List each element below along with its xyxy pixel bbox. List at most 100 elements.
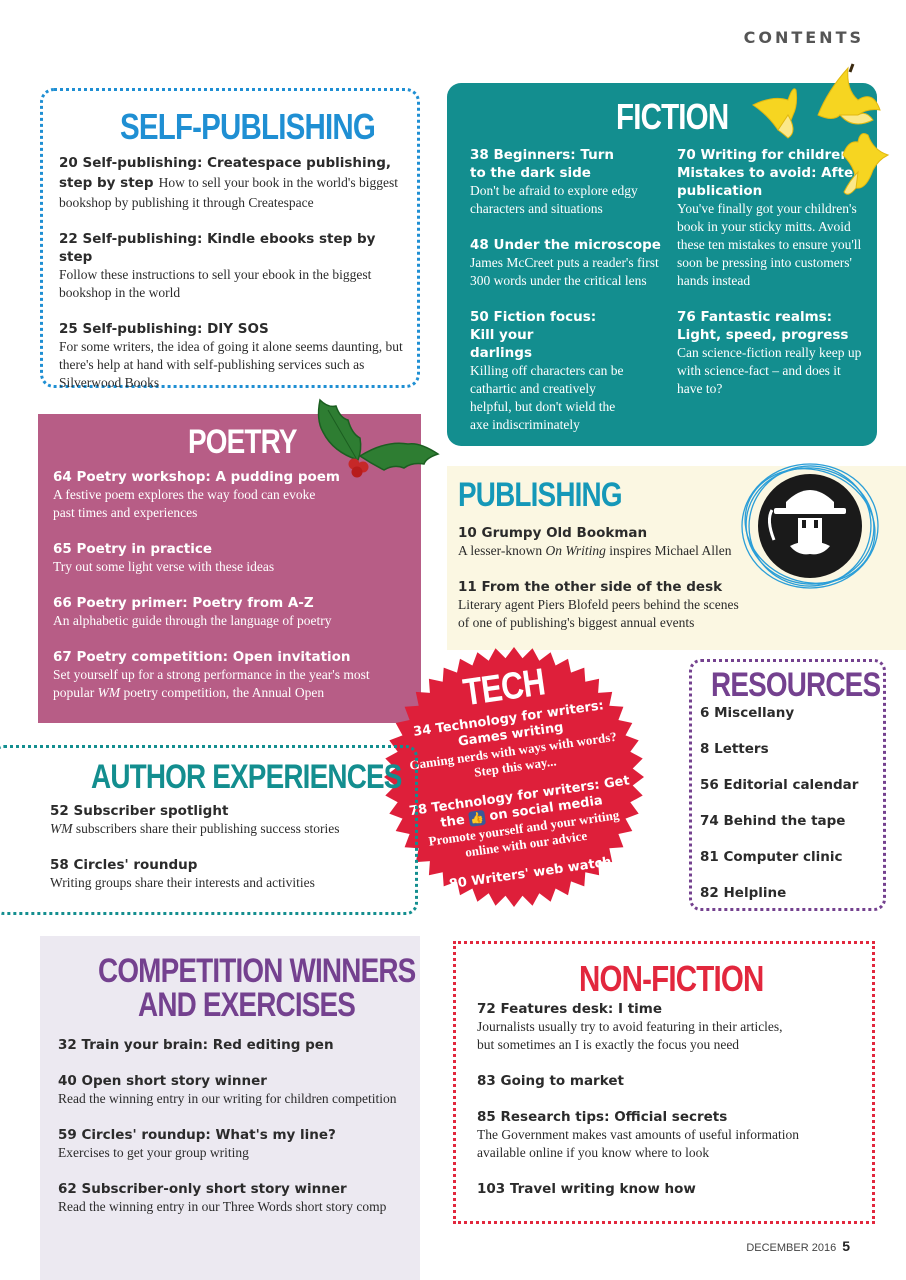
list-item[interactable]: 74 Behind the tape (700, 813, 846, 829)
list-item[interactable]: 70 Writing for children: Mistakes to avo… (677, 146, 862, 290)
list-item[interactable]: 22 Self-publishing: Kindle ebooks step b… (59, 230, 404, 302)
nonfiction-list: 72 Features desk: I time Journalists usu… (477, 1000, 817, 1198)
item-title: 65 Poetry in practice (53, 541, 213, 557)
list-item[interactable]: 83 Going to market (477, 1072, 817, 1090)
nonfiction-section (453, 941, 875, 1224)
list-item[interactable]: 81 Computer clinic (700, 849, 843, 865)
fiction-section (447, 83, 877, 446)
issue-date: DECEMBER 2016 (746, 1242, 837, 1254)
competition-heading-line2: AND EXERCISES (138, 986, 356, 1024)
item-title: 32 Train your brain: Red editing pen (58, 1037, 334, 1053)
list-item[interactable]: 8 Letters (700, 741, 769, 757)
page-number: 5 (842, 1238, 850, 1254)
list-item[interactable]: 62 Subscriber-only short story winner Re… (58, 1180, 408, 1216)
competition-heading-line1: COMPETITION WINNERS (98, 952, 416, 990)
list-item[interactable]: 50 Fiction focus: Kill your darlings Kil… (470, 308, 670, 434)
item-desc: A lesser-known On Writing inspires Micha… (458, 543, 732, 558)
item-title: 58 Circles' roundup (50, 857, 198, 873)
item-title: 85 Research tips: Official secrets (477, 1109, 728, 1125)
list-item[interactable]: 82 Helpline (700, 885, 787, 901)
item-desc: How to sell your book in the world's big… (59, 175, 398, 210)
item-title: 66 Poetry primer: Poetry from A-Z (53, 595, 314, 611)
poetry-list: 64 Poetry workshop: A pudding poem A fes… (53, 468, 398, 702)
poetry-heading: POETRY (188, 423, 298, 461)
list-item[interactable]: 58 Circles' roundup Writing groups share… (50, 856, 400, 892)
list-item[interactable]: 40 Open short story winner Read the winn… (58, 1072, 408, 1108)
item-title: 50 Fiction focus: Kill your darlings (470, 309, 597, 361)
self-publishing-heading: SELF-PUBLISHING (120, 106, 376, 147)
list-item[interactable]: 66 Poetry primer: Poetry from A-Z An alp… (53, 594, 398, 630)
list-item[interactable]: 10 Grumpy Old Bookman A lesser-known On … (458, 524, 748, 560)
list-item[interactable]: 20 Self-publishing: Createspace publishi… (59, 152, 404, 212)
list-item[interactable]: 103 Travel writing know how (477, 1180, 817, 1198)
item-desc: James McCreet puts a reader's first 300 … (470, 255, 659, 288)
list-item[interactable]: 52 Subscriber spotlight WM subscribers s… (50, 802, 400, 838)
list-item[interactable]: 72 Features desk: I time Journalists usu… (477, 1000, 817, 1054)
item-desc: For some writers, the idea of going it a… (59, 339, 403, 390)
item-title: 22 Self-publishing: Kindle ebooks step b… (59, 231, 376, 265)
item-title: 40 Open short story winner (58, 1073, 267, 1089)
list-item[interactable]: 59 Circles' roundup: What's my line? Exe… (58, 1126, 408, 1162)
resources-section (689, 659, 886, 911)
item-desc: Literary agent Piers Blofeld peers behin… (458, 597, 739, 630)
list-item[interactable]: 64 Poetry workshop: A pudding poem A fes… (53, 468, 398, 522)
self-publishing-section (40, 88, 420, 388)
page-footer: DECEMBER 2016 5 (746, 1238, 850, 1254)
list-item[interactable]: 6 Miscellany (700, 705, 795, 721)
list-item[interactable]: 34 Technology for writers: Games writing… (395, 696, 630, 791)
list-item[interactable]: 67 Poetry competition: Open invitation S… (53, 648, 398, 702)
list-item[interactable]: 78 Technology for writers: Get the 👍 on … (405, 773, 640, 868)
list-item[interactable]: 76 Fantastic realms: Light, speed, progr… (677, 308, 862, 398)
holly-icon (317, 398, 440, 478)
thumbs-up-icon: 👍 (468, 809, 487, 827)
item-title: 76 Fantastic realms: Light, speed, progr… (677, 309, 849, 343)
tech-badge (384, 647, 644, 907)
author-experiences-heading: AUTHOR EXPERIENCES (91, 758, 402, 796)
item-title: 11 From the other side of the desk (458, 579, 723, 595)
item-desc: Writing groups share their interests and… (50, 875, 315, 890)
item-title: 38 Beginners: Turn to the dark side (470, 147, 614, 181)
item-desc: Read the winning entry in our Three Word… (58, 1199, 387, 1214)
banana-peel-icon (752, 63, 890, 195)
item-desc: A festive poem explores the way food can… (53, 487, 316, 520)
item-title: 10 Grumpy Old Bookman (458, 525, 648, 541)
fiction-heading: FICTION (616, 96, 729, 137)
list-item[interactable]: 48 Under the microscope James McCreet pu… (470, 236, 670, 290)
resources-list: 6 Miscellany 8 Letters 56 Editorial cale… (700, 704, 875, 920)
list-item[interactable]: 25 Self-publishing: DIY SOS For some wri… (59, 320, 404, 392)
fiction-col-right: 70 Writing for children: Mistakes to avo… (677, 146, 862, 398)
list-item[interactable]: 65 Poetry in practice Try out some light… (53, 540, 398, 576)
list-item[interactable]: 85 Research tips: Official secrets The G… (477, 1108, 817, 1162)
item-desc: Don't be afraid to explore edgy characte… (470, 183, 638, 216)
list-item[interactable]: 11 From the other side of the desk Liter… (458, 578, 748, 632)
self-publishing-list: 20 Self-publishing: Createspace publishi… (59, 152, 404, 392)
item-title: 62 Subscriber-only short story winner (58, 1181, 347, 1197)
fiction-col-left: 38 Beginners: Turn to the dark side Don'… (470, 146, 670, 434)
item-desc: Read the winning entry in our writing fo… (58, 1091, 397, 1106)
item-desc: Set yourself up for a strong performance… (53, 667, 370, 700)
item-desc: Exercises to get your group writing (58, 1145, 249, 1160)
item-title: 72 Features desk: I time (477, 1001, 662, 1017)
list-item[interactable]: 56 Editorial calendar (700, 777, 859, 793)
author-experiences-section (0, 745, 418, 915)
item-desc: Can science-fiction really keep up with … (677, 345, 862, 396)
tech-burst-shape (384, 647, 644, 907)
contents-label: CONTENTS (743, 28, 864, 47)
publishing-heading: PUBLISHING (458, 476, 623, 514)
resources-heading: RESOURCES (711, 666, 881, 704)
item-title: 70 Writing for children: Mistakes to avo… (677, 147, 860, 199)
list-item[interactable]: 38 Beginners: Turn to the dark side Don'… (470, 146, 670, 218)
item-desc: You've finally got your children's book … (677, 201, 862, 288)
list-item[interactable]: 32 Train your brain: Red editing pen (58, 1036, 408, 1054)
grumpy-bookman-logo (741, 463, 879, 589)
competition-list: 32 Train your brain: Red editing pen 40 … (58, 1036, 408, 1216)
item-title: 20 Self-publishing: Createspace publishi… (59, 155, 392, 191)
item-title: 83 Going to market (477, 1073, 624, 1089)
tech-content: TECH 34 Technology for writers: Games wr… (388, 647, 645, 898)
item-title: 64 Poetry workshop: A pudding poem (53, 469, 341, 485)
item-desc: The Government makes vast amounts of use… (477, 1127, 800, 1160)
item-desc: Try out some light verse with these idea… (53, 559, 275, 574)
nonfiction-heading: NON-FICTION (579, 958, 764, 999)
item-desc: Killing off characters can be cathartic … (470, 363, 624, 432)
item-title: 103 Travel writing know how (477, 1181, 696, 1197)
